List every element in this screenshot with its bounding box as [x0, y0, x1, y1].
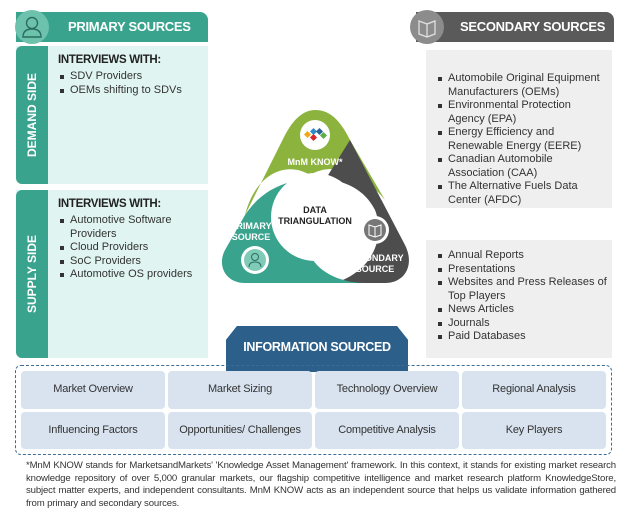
- mnm-logo-circle: [300, 120, 330, 150]
- secondary-source-segment: [325, 140, 409, 283]
- footnote: *MnM KNOW stands for MarketsandMarkets' …: [26, 460, 616, 509]
- info-cell: Market Overview: [21, 371, 165, 409]
- info-cell: Key Players: [462, 411, 606, 449]
- demand-side-bar: DEMAND SIDE: [16, 46, 48, 184]
- list-item: Canadian Automobile Association (CAA): [436, 153, 608, 180]
- information-sourced-tab: INFORMATION SOURCED: [226, 326, 408, 372]
- info-cell: Competitive Analysis: [315, 411, 459, 449]
- info-cell: Technology Overview: [315, 371, 459, 409]
- info-cell: Influencing Factors: [21, 411, 165, 449]
- list-item: Presentations: [436, 263, 608, 277]
- list-item: OEMs shifting to SDVs: [58, 84, 202, 98]
- info-cell: Opportunities/ Challenges: [168, 411, 312, 449]
- information-sourced-frame: Market Overview Market Sizing Technology…: [15, 365, 612, 455]
- secondary-source-label-1: SECONDARY: [346, 253, 403, 263]
- list-item: SDV Providers: [58, 70, 202, 84]
- secondary-source-label-2: SOURCE: [356, 264, 395, 274]
- list-item: Energy Efficiency and Renewable Energy (…: [436, 126, 608, 153]
- secondary-sources-header: SECONDARY SOURCES: [416, 12, 614, 42]
- demand-side-panel: DEMAND SIDE INTERVIEWS WITH: SDV Provide…: [16, 46, 208, 184]
- secondary-group-1: Automobile Original Equipment Manufactur…: [426, 50, 612, 208]
- primary-source-label-1: PRIMARY: [230, 221, 271, 231]
- center-label-1: DATA: [303, 205, 327, 215]
- mnm-know-segment: [235, 110, 385, 235]
- list-item: Automotive Software Providers: [58, 214, 202, 241]
- list-item: The Alternative Fuels Data Center (AFDC): [436, 180, 608, 207]
- list-item: Automotive OS providers: [58, 268, 202, 282]
- list-item: Annual Reports: [436, 249, 608, 263]
- list-item: Environmental Protection Agency (EPA): [436, 99, 608, 126]
- list-item: News Articles: [436, 303, 608, 317]
- secondary-sources-title: SECONDARY SOURCES: [460, 19, 606, 34]
- mnm-know-label: MnM KNOW*: [288, 157, 343, 167]
- list-item: SoC Providers: [58, 255, 202, 269]
- list-item: Cloud Providers: [58, 241, 202, 255]
- info-cell: Market Sizing: [168, 371, 312, 409]
- supply-heading: INTERVIEWS WITH:: [58, 198, 161, 210]
- book-icon: [410, 10, 444, 44]
- primary-sources-title: PRIMARY SOURCES: [68, 19, 191, 34]
- person-icon: [15, 10, 49, 44]
- demand-heading: INTERVIEWS WITH:: [58, 54, 161, 66]
- list-item: Paid Databases: [436, 330, 608, 344]
- supply-side-label: SUPPLY SIDE: [25, 234, 39, 314]
- secondary-group-2: Annual Reports Presentations Websites an…: [426, 240, 612, 358]
- center-circle: [271, 173, 359, 261]
- list-item: Websites and Press Releases of Top Playe…: [436, 276, 608, 303]
- demand-side-label: DEMAND SIDE: [25, 72, 39, 158]
- info-cell: Regional Analysis: [462, 371, 606, 409]
- list-item: Journals: [436, 317, 608, 331]
- primary-source-label-2: SOURCE: [232, 232, 271, 242]
- data-triangulation-diagram: MnM KNOW* DATA TRIANGULATION PRIMARY SOU…: [221, 110, 409, 283]
- list-item: Automobile Original Equipment Manufactur…: [436, 72, 608, 99]
- supply-side-bar: SUPPLY SIDE: [16, 190, 48, 358]
- mnm-logo-icon: [303, 127, 328, 142]
- information-sourced-title: INFORMATION SOURCED: [243, 340, 391, 354]
- supply-side-panel: SUPPLY SIDE INTERVIEWS WITH: Automotive …: [16, 190, 208, 358]
- center-label-2: TRIANGULATION: [278, 216, 352, 226]
